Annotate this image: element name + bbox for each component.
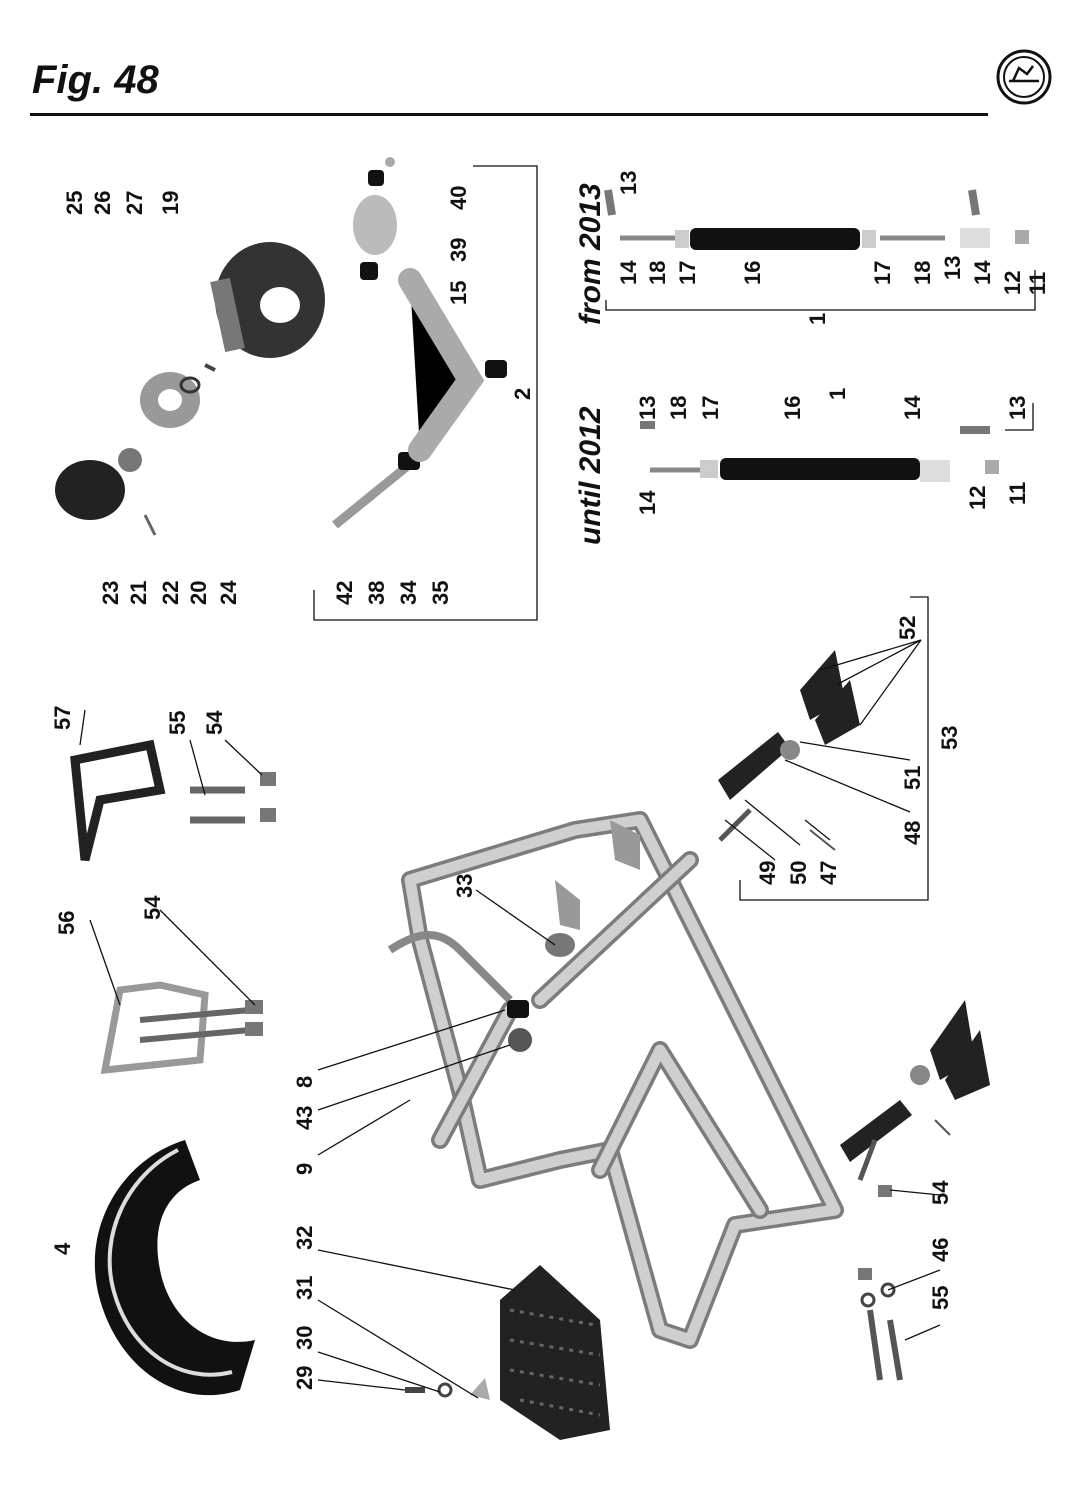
part-label-u13a: 13 [635,396,660,420]
part-label-34: 34 [396,580,421,605]
part-label-43: 43 [292,1106,317,1130]
part-label-19: 19 [158,191,183,215]
part-label-f14b: 14 [970,260,995,285]
part-label-54a: 54 [140,895,165,920]
steering-damper-parts [55,242,325,536]
part-label-9: 9 [292,1163,317,1175]
part-label-56: 56 [54,911,79,935]
rod-from-2013 [604,189,1029,250]
part-label-25: 25 [62,191,87,215]
part-label-47: 47 [816,861,841,885]
part-label-51: 51 [900,766,925,790]
carrier-bracket-56 [100,981,263,1074]
part-label-u14b: 14 [900,395,925,420]
floor-plate-32 [500,1265,610,1440]
part-label-f18: 18 [645,261,670,285]
part-label-u13b: 13 [1005,396,1030,420]
part-label-39: 39 [446,238,471,262]
brand-logo [996,49,1052,105]
part-label-u12: 12 [965,486,990,510]
part-label-f1: 1 [805,313,830,325]
title-rule [30,113,988,116]
part-label-u17: 17 [698,396,723,420]
part-label-26: 26 [90,191,115,215]
figure-title: Fig. 48 [32,58,159,102]
fender-part [94,1140,255,1396]
bolt-set-bottom [858,1185,903,1381]
part-label-30: 30 [292,1326,317,1350]
part-label-54c: 54 [928,1180,953,1205]
part-label-u18: 18 [666,396,691,420]
part-label-33: 33 [452,874,477,898]
era-from-label: from 2013 [574,183,607,325]
part-label-f14: 14 [616,260,641,285]
part-label-55b: 55 [928,1286,953,1310]
part-label-24: 24 [216,580,241,605]
part-label-15: 15 [446,281,471,305]
swing-arm-assembly [332,157,507,529]
part-label-f16: 16 [740,261,765,285]
rod-until-2012 [640,421,999,482]
sidecar-frame [387,811,844,1349]
part-label-f13a: 13 [616,171,641,195]
part-label-53: 53 [937,726,962,750]
part-label-f18b: 18 [910,261,935,285]
part-label-57: 57 [50,706,75,730]
part-label-52: 52 [895,616,920,640]
part-label-49: 49 [755,861,780,885]
part-label-20: 20 [186,581,211,605]
part-label-8: 8 [292,1076,317,1088]
era-until-label: until 2012 [574,406,607,545]
carrier-bracket-57 [70,739,276,862]
part-label-22: 22 [158,581,183,605]
part-label-27: 27 [122,191,147,215]
leader-lines [79,639,941,1399]
part-label-21: 21 [126,581,151,605]
part-label-u14: 14 [635,490,660,515]
footrest-assembly-bottom [840,1000,990,1181]
part-label-f13b: 13 [940,256,965,280]
part-label-50: 50 [786,861,811,885]
part-label-32: 32 [292,1226,317,1250]
part-label-31: 31 [292,1276,317,1300]
part-label-u11: 11 [1005,482,1030,505]
part-label-54b: 54 [202,710,227,735]
part-label-f11: 11 [1025,272,1050,295]
part-label-u1: 1 [825,388,850,400]
part-label-f17: 17 [675,261,700,285]
footrest-assembly-top [718,650,860,851]
part-label-23: 23 [98,581,123,605]
part-label-46: 46 [928,1238,953,1262]
part-label-29: 29 [292,1366,317,1390]
part-label-u16: 16 [780,396,805,420]
bracket-lines [313,165,1036,901]
part-label-42: 42 [332,581,357,605]
part-label-f12: 12 [1000,271,1025,295]
part-label-f17b: 17 [870,261,895,285]
part-label-2: 2 [510,388,535,400]
part-label-40: 40 [446,186,471,210]
part-label-35: 35 [428,581,453,605]
part-label-48: 48 [900,821,925,845]
part-label-4: 4 [50,1242,75,1255]
part-label-38: 38 [364,581,389,605]
part-label-55a: 55 [165,711,190,735]
small-fasteners [405,1378,490,1400]
